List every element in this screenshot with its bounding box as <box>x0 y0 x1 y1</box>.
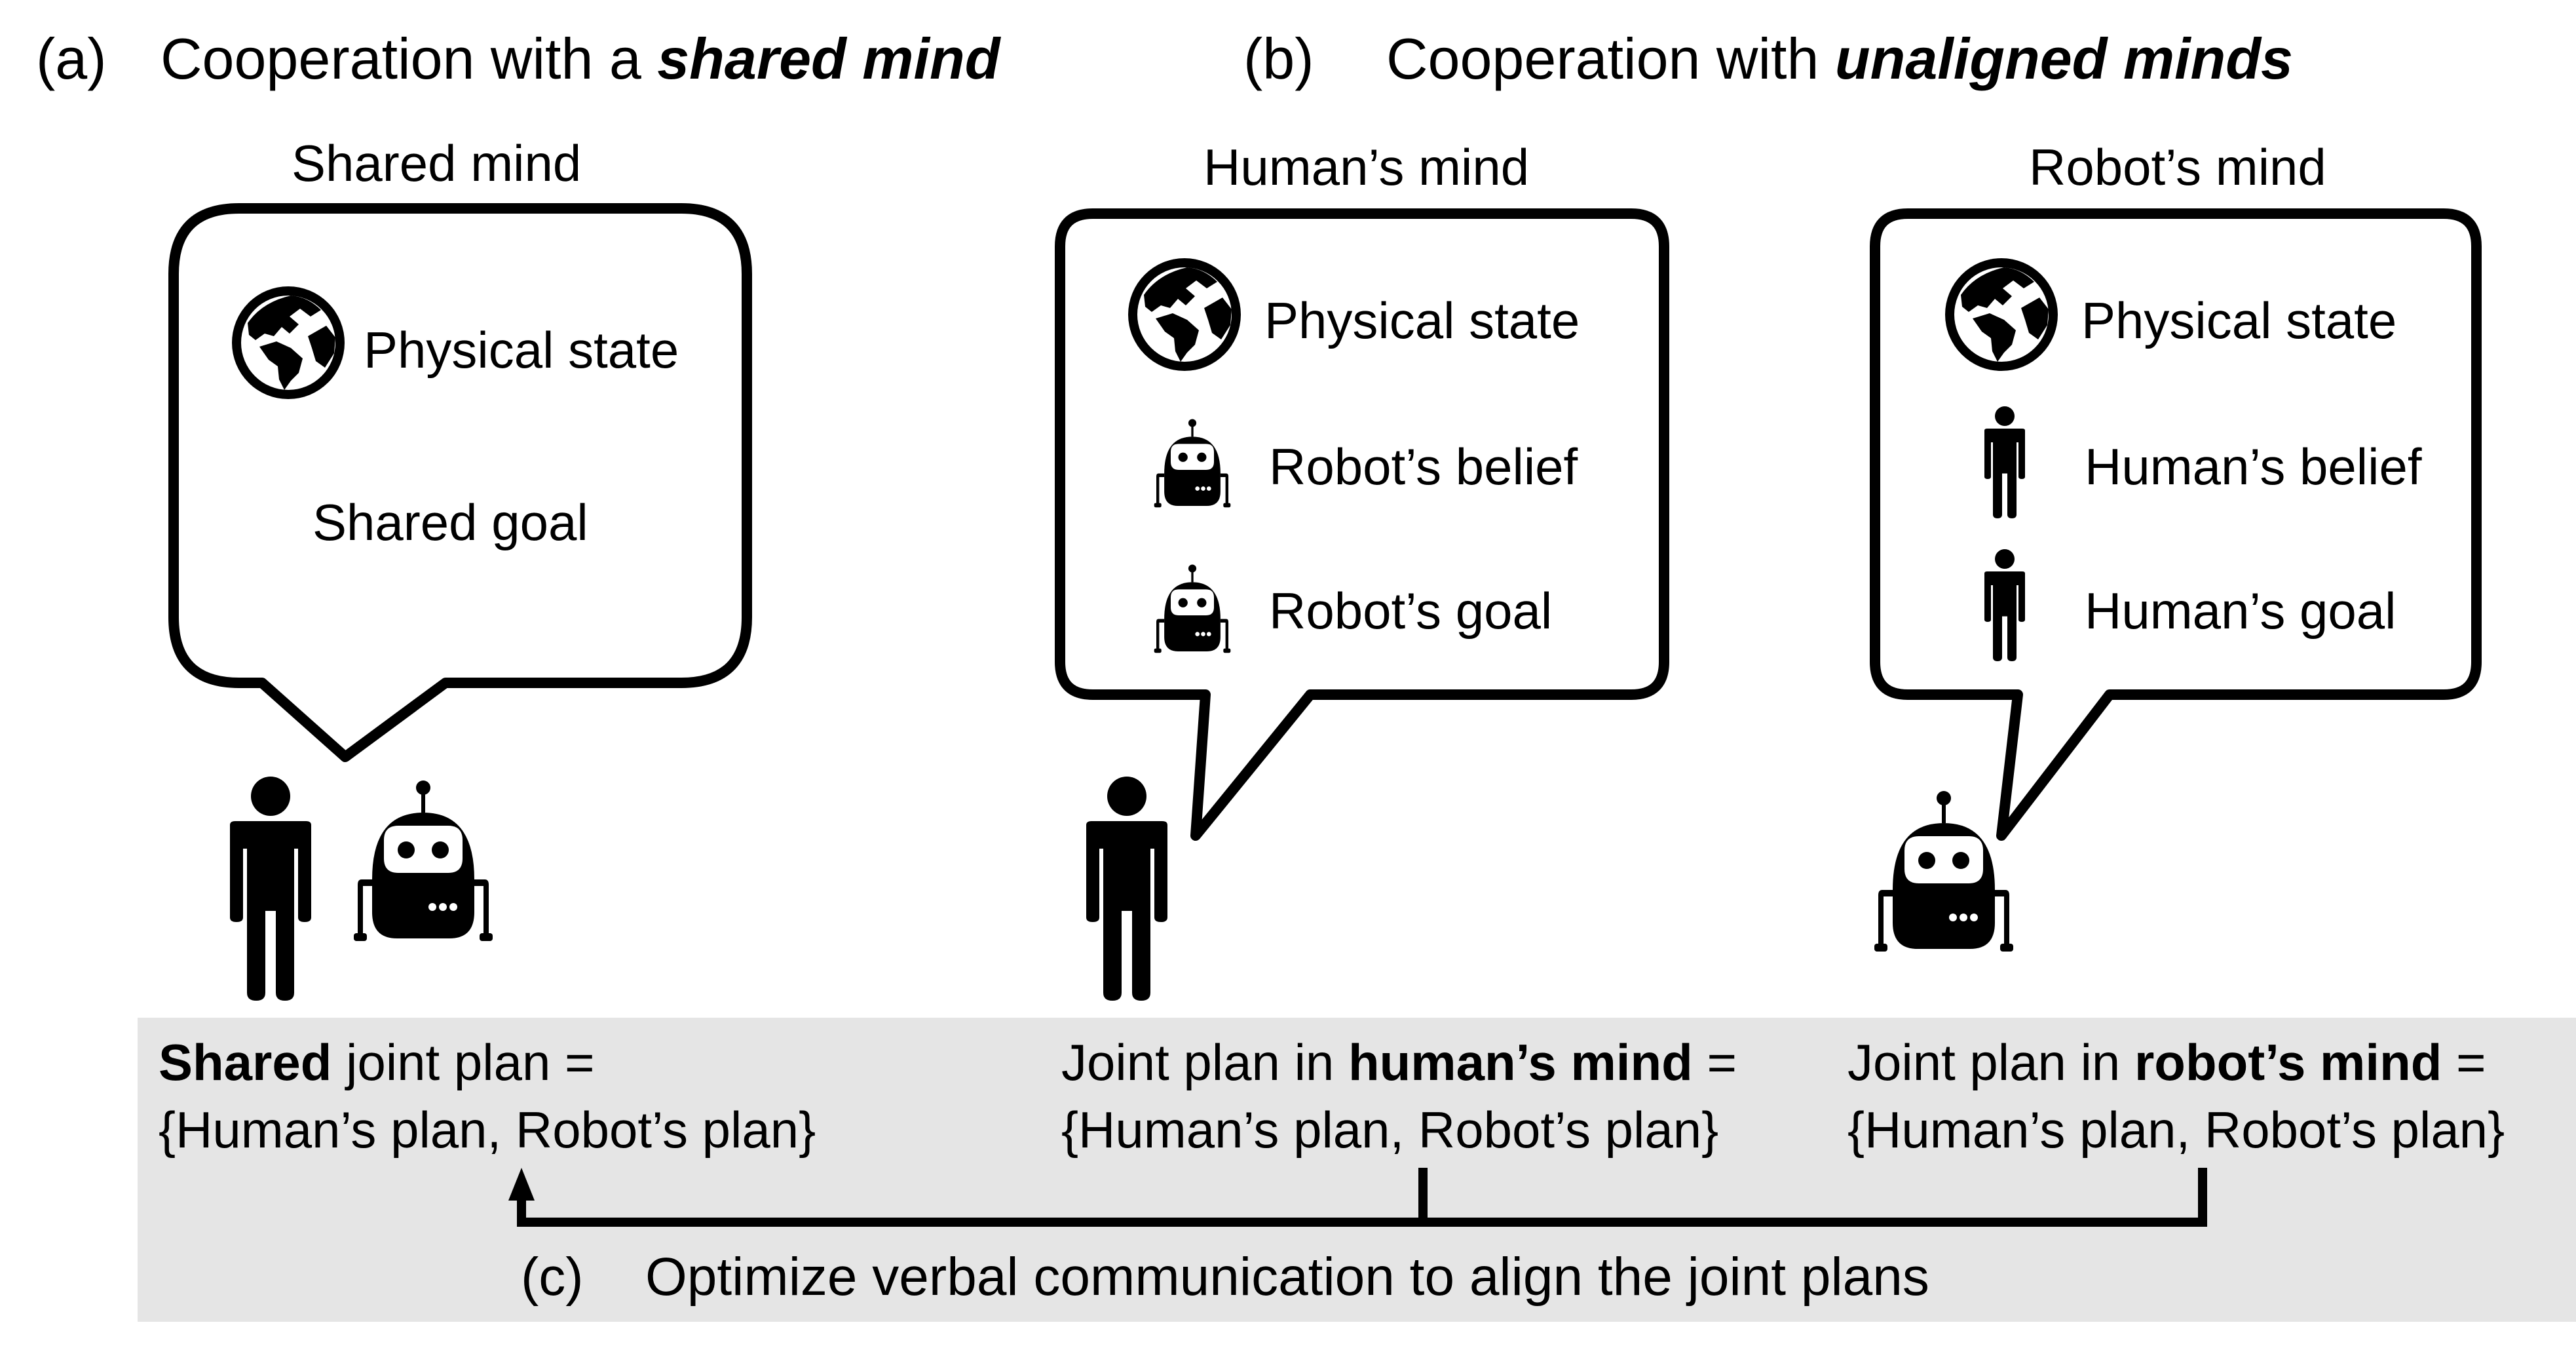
shared-physical-state: Physical state <box>364 321 679 379</box>
panel-a-tag: (a) <box>36 26 107 91</box>
panel-b-title: Cooperation with unaligned minds <box>1386 30 2293 88</box>
robot-mind-physical-state: Physical state <box>2081 292 2397 349</box>
robot-joint-plan-prefix: Joint plan in <box>1847 1033 2134 1091</box>
robot-joint-plan-suffix: = <box>2442 1033 2486 1091</box>
robot-mind-label: Robot’s mind <box>2029 138 2326 196</box>
human-joint-plan-prefix: Joint plan in <box>1061 1033 1348 1091</box>
human-icon <box>230 777 311 1001</box>
robot-mind-human-belief: Human’s belief <box>2085 438 2422 495</box>
alignment-connector <box>517 1168 2207 1227</box>
human-joint-plan-suffix: = <box>1692 1033 1737 1091</box>
robot-icon <box>1874 791 2013 952</box>
panel-c-tag: (c) <box>521 1247 584 1307</box>
panel-c-caption: Optimize verbal communication to align t… <box>645 1247 1929 1307</box>
human-mind-bubble <box>1055 208 1669 841</box>
shared-joint-plan-rest: joint plan = <box>331 1033 595 1091</box>
human-mind-label: Human’s mind <box>1203 138 1530 196</box>
robot-mind-bubble <box>1870 208 2482 841</box>
panel-b-tag: (b) <box>1243 26 1314 91</box>
panel-a-title-prefix: Cooperation with a <box>161 26 658 91</box>
robot-joint-plan-bold: robot’s mind <box>2134 1033 2442 1091</box>
shared-joint-plan: Shared joint plan = <box>159 1037 595 1088</box>
human-joint-plan-bold: human’s mind <box>1348 1033 1693 1091</box>
human-mind-robot-belief: Robot’s belief <box>1269 438 1578 495</box>
robot-mind-human-goal: Human’s goal <box>2085 582 2396 640</box>
joint-plan-panel <box>138 1018 2576 1322</box>
globe-icon <box>1945 258 2058 371</box>
human-joint-plan-set: {Human’s plan, Robot’s plan} <box>1061 1101 1719 1159</box>
shared-joint-plan-set: {Human’s plan, Robot’s plan} <box>159 1101 816 1159</box>
robot-joint-plan-set: {Human’s plan, Robot’s plan} <box>1847 1101 2505 1159</box>
panel-a-title-emphasis: shared mind <box>657 26 1000 91</box>
globe-icon <box>232 286 345 399</box>
human-icon <box>1086 777 1167 1001</box>
shared-joint-plan-bold: Shared <box>159 1033 332 1091</box>
robot-icon <box>354 780 493 941</box>
shared-goal: Shared goal <box>313 493 588 551</box>
human-mind-physical-state: Physical state <box>1264 292 1580 349</box>
robot-joint-plan: Joint plan in robot’s mind = <box>1847 1037 2486 1088</box>
alignment-arrowhead <box>508 1168 535 1201</box>
panel-b-title-prefix: Cooperation with <box>1386 26 1835 91</box>
panel-a-title: Cooperation with a shared mind <box>161 30 1000 88</box>
shared-mind-bubble <box>168 203 752 762</box>
human-joint-plan: Joint plan in human’s mind = <box>1061 1037 1737 1088</box>
shared-mind-label: Shared mind <box>292 134 582 192</box>
panel-b-title-emphasis: unaligned minds <box>1834 26 2293 91</box>
human-mind-robot-goal: Robot’s goal <box>1269 582 1553 640</box>
globe-icon <box>1128 258 1241 371</box>
